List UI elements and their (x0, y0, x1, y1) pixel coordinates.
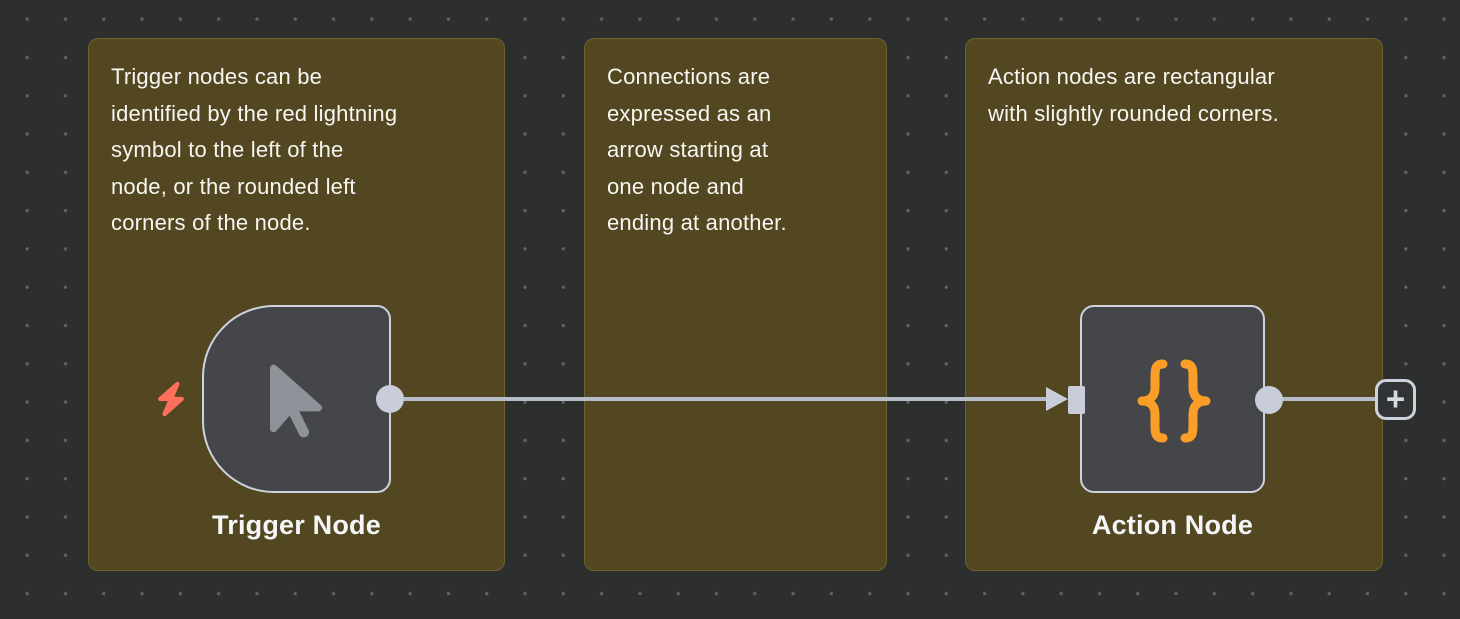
node-trigger[interactable] (202, 305, 391, 493)
node-label-action: Action Node (1091, 510, 1254, 540)
lightning-bolt-icon (158, 381, 184, 417)
connection-trigger-to-action[interactable] (390, 397, 1056, 401)
node-action[interactable] (1080, 305, 1265, 493)
plus-icon: + (1385, 379, 1406, 417)
node-label-trigger: Trigger Node (212, 510, 381, 540)
sticky-note-text: Connections are expressed as an arrow st… (607, 64, 787, 235)
trigger-node-output-port[interactable] (376, 385, 404, 413)
cursor-arrow-icon (270, 364, 322, 438)
action-node-output-port[interactable] (1255, 386, 1283, 414)
sticky-note-text: Action nodes are rectangular with slight… (988, 64, 1279, 126)
connection-arrowhead-icon (1046, 387, 1068, 411)
action-node-input-port[interactable] (1068, 386, 1085, 414)
connection-action-to-add-button[interactable] (1269, 397, 1377, 401)
sticky-note-connections-info[interactable]: Connections are expressed as an arrow st… (584, 38, 887, 571)
code-braces-icon (1137, 359, 1211, 443)
add-node-button[interactable]: + (1375, 379, 1416, 420)
sticky-note-text: Trigger nodes can be identified by the r… (111, 64, 398, 235)
